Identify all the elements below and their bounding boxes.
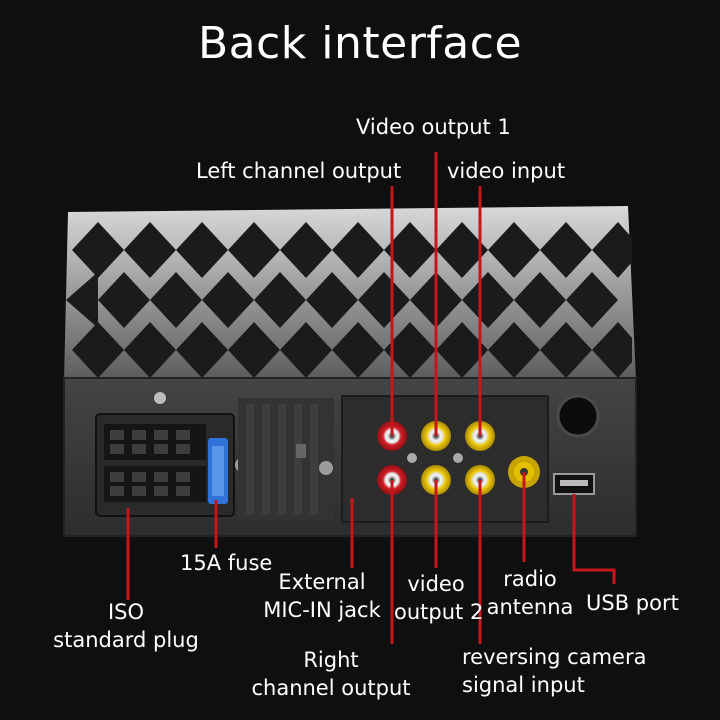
- label-external-mic-line2: MIC-IN jack: [263, 598, 381, 622]
- label-external-mic-line1: External: [278, 570, 366, 594]
- label-left-channel-output: Left channel output: [196, 159, 402, 183]
- pointer-lines: [126, 152, 616, 644]
- label-usb-port: USB port: [586, 591, 679, 615]
- label-radio-antenna: radio antenna: [486, 565, 574, 621]
- label-right-channel-line1: Right: [303, 648, 359, 672]
- label-video-output-2: video output 2: [394, 570, 484, 626]
- label-reversing-line1: reversing camera: [462, 645, 647, 669]
- label-radio-antenna-line1: radio: [503, 567, 557, 591]
- label-15a-fuse: 15A fuse: [180, 551, 273, 575]
- label-video-output-2-line2: output 2: [394, 600, 484, 624]
- label-reversing-line2: signal input: [462, 673, 585, 697]
- label-iso-standard-plug: ISO standard plug: [50, 598, 202, 654]
- label-reversing-camera: reversing camera signal input: [462, 643, 646, 699]
- label-right-channel-output: Right channel output: [246, 646, 416, 702]
- mic-area: [238, 398, 361, 520]
- label-radio-antenna-line2: antenna: [486, 595, 574, 619]
- rca-block: [341, 395, 549, 523]
- label-right-channel-line2: channel output: [251, 676, 411, 700]
- label-iso-line2: standard plug: [53, 628, 199, 652]
- iso-connector: [95, 392, 235, 517]
- label-video-output-2-line1: video: [407, 572, 465, 596]
- label-video-output-1: Video output 1: [356, 115, 511, 139]
- label-iso-line1: ISO: [107, 600, 145, 624]
- label-external-mic: External MIC-IN jack: [262, 568, 382, 624]
- page-title: Back interface: [197, 18, 523, 69]
- label-video-input: video input: [447, 159, 566, 183]
- pointer-usb: [572, 494, 616, 584]
